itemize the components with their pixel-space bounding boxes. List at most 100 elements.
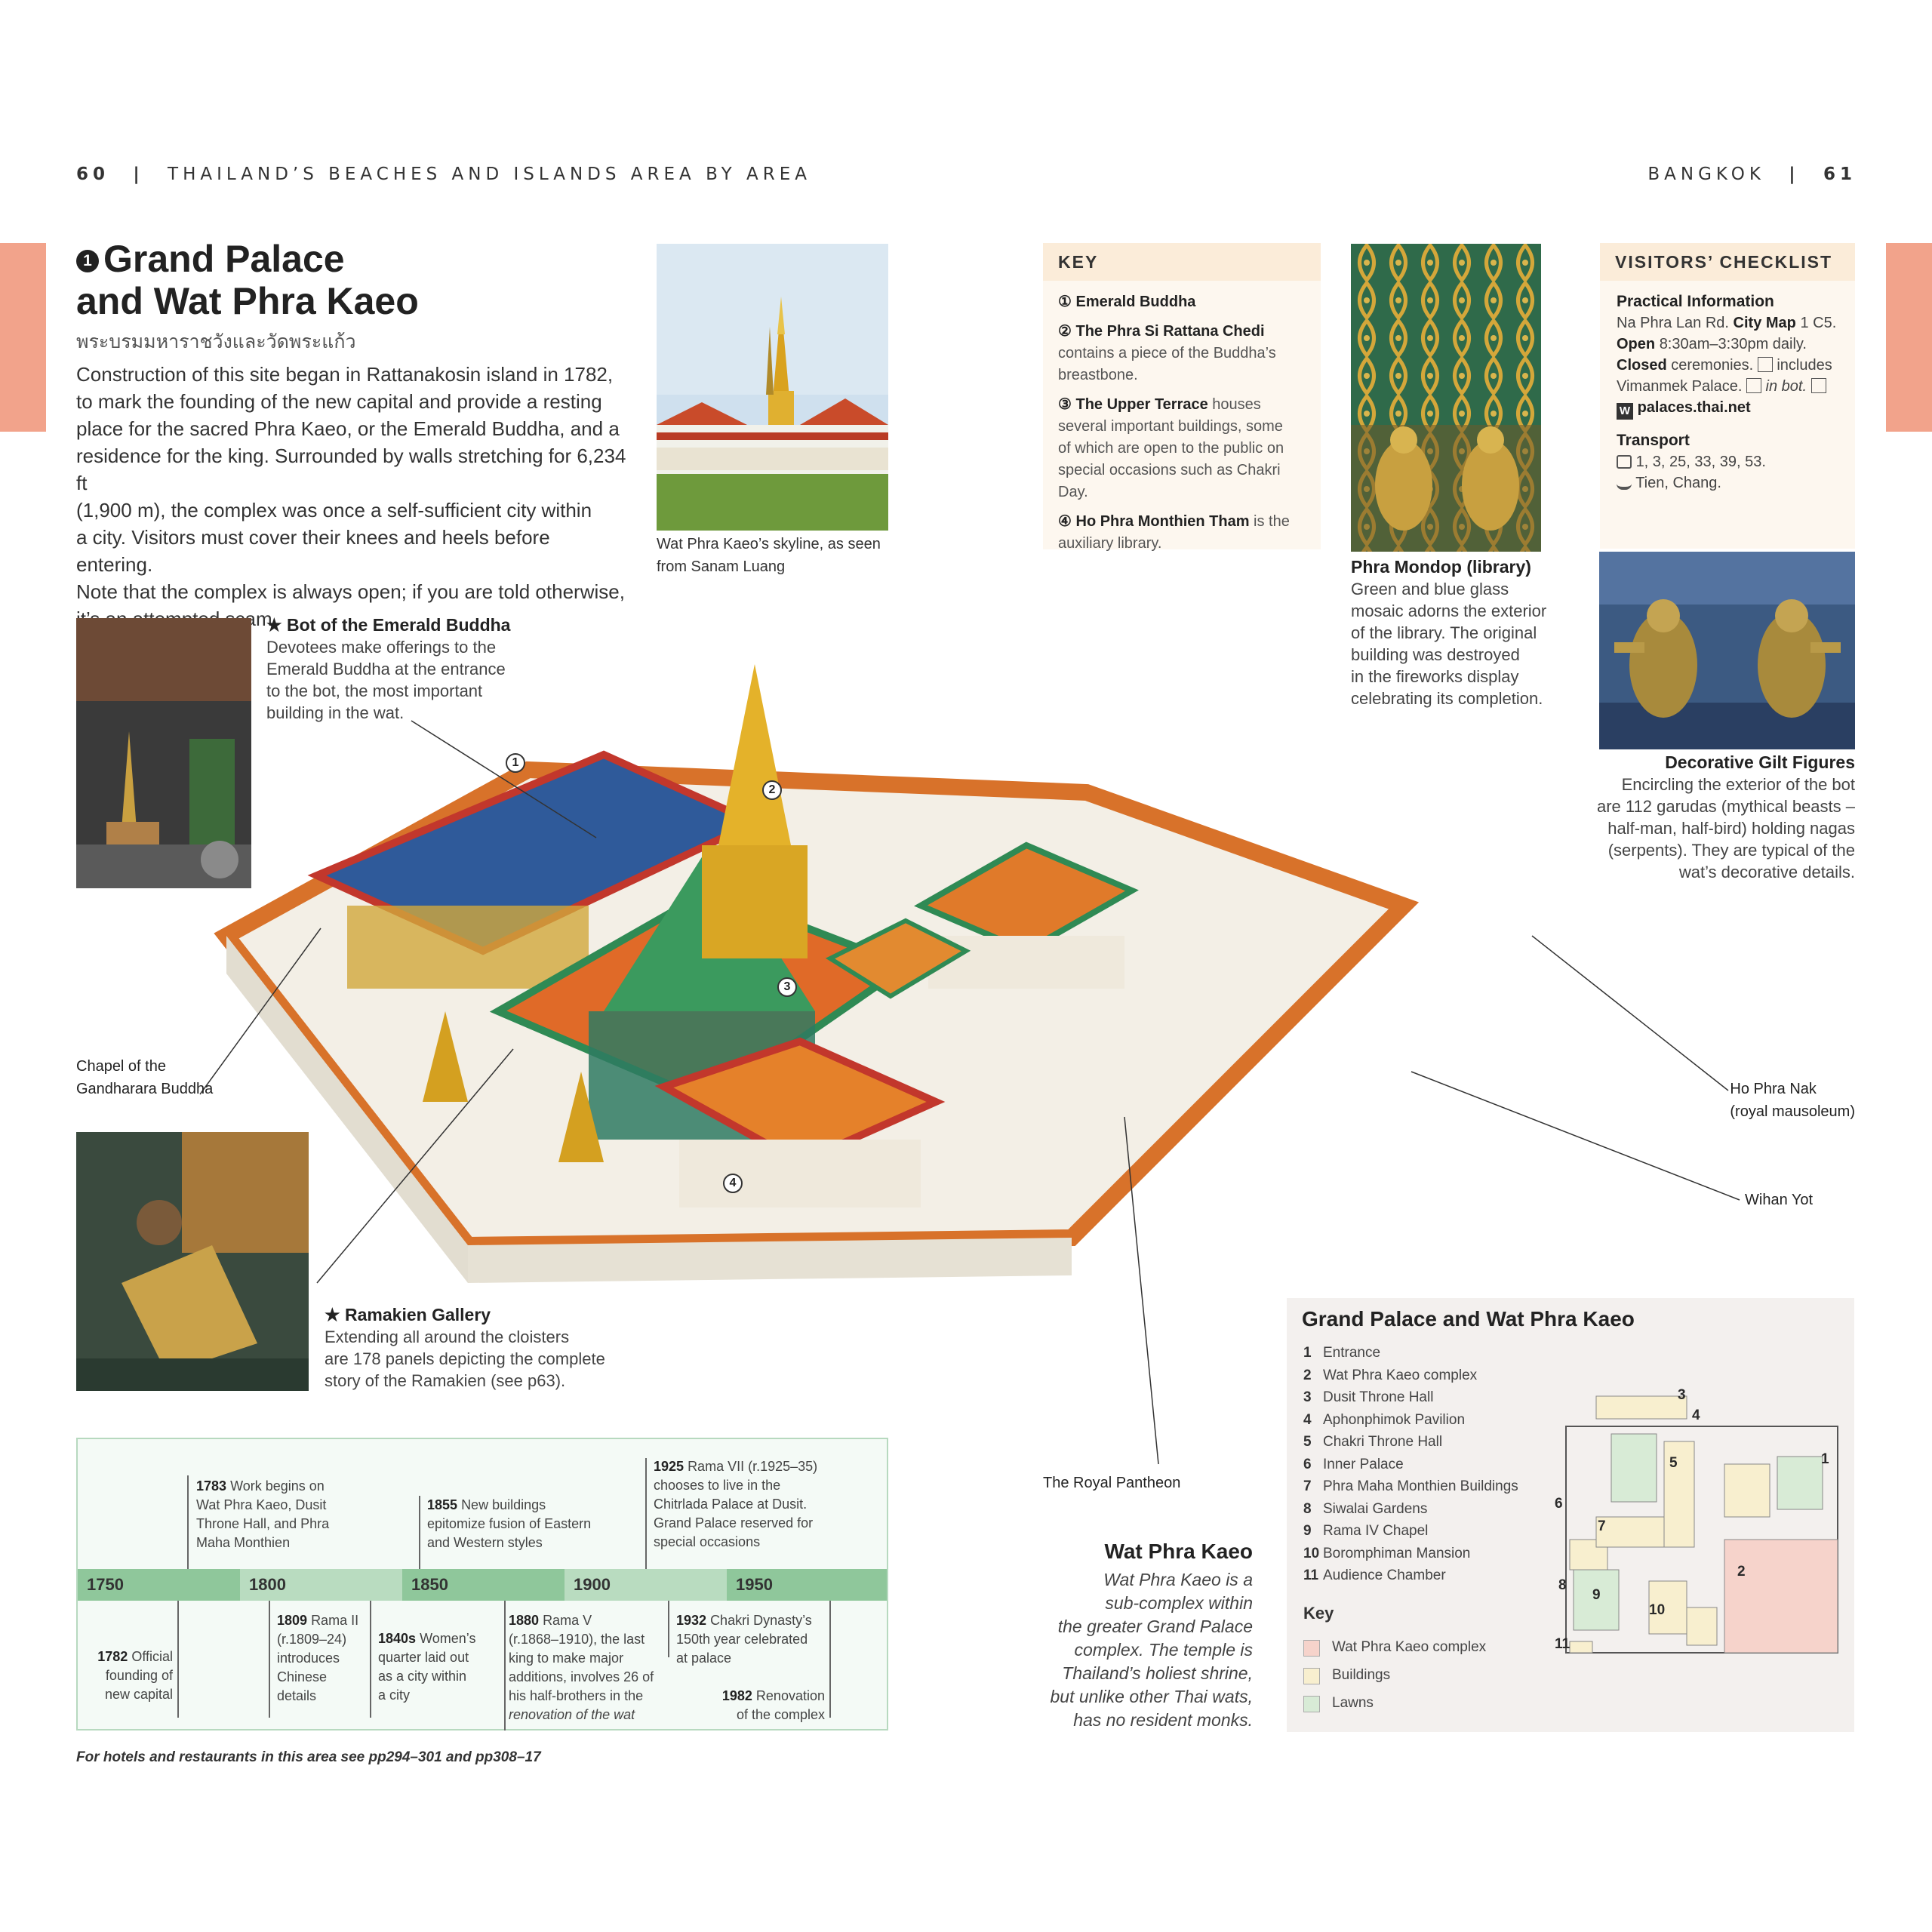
bot-caption: ★ Bot of the Emerald Buddha Devotees mak… xyxy=(266,614,523,724)
decade-label: 1750 xyxy=(87,1575,124,1594)
palace-illustration: 1 2 3 4 xyxy=(181,619,1630,1374)
map-item-number: 7 xyxy=(1303,1478,1312,1494)
event-1783: 1783 Work begins on Wat Phra Kaeo, Dusit… xyxy=(196,1477,329,1552)
timeline-segment xyxy=(727,1569,887,1601)
page-header-left: 60 | THAILAND’S BEACHES AND ISLANDS AREA… xyxy=(76,165,811,184)
star-icon: ★ xyxy=(325,1305,346,1324)
event-line: chooses to live in the xyxy=(654,1478,781,1493)
boat-line: Tien, Chang. xyxy=(1617,472,1838,494)
event-year: 1982 xyxy=(721,1688,752,1703)
gilt-line: (serpents). They are typical of the xyxy=(1607,841,1855,860)
left-running-title: THAILAND’S BEACHES AND ISLANDS AREA BY A… xyxy=(168,165,811,184)
intro-line: a city. Visitors must cover their knees … xyxy=(76,526,550,576)
map-item-label: Phra Maha Monthien Buildings xyxy=(1323,1478,1518,1494)
map-item-label: Chakri Throne Hall xyxy=(1323,1434,1443,1450)
note-line: Thailand’s holiest shrine, xyxy=(1062,1663,1253,1683)
event-year: 1809 xyxy=(277,1613,308,1628)
map-item-number: 4 xyxy=(1303,1411,1312,1428)
thai-name: พระบรมมหาราชวังและวัดพระแก้ว xyxy=(76,331,356,352)
footer-note: For hotels and restaurants in this area … xyxy=(76,1749,541,1765)
vimanmek-line: Vimanmek Palace. in bot. xyxy=(1617,376,1838,397)
event-line: New buildings xyxy=(461,1497,546,1512)
gilt-caption: Decorative Gilt Figures Encircling the e… xyxy=(1583,752,1855,883)
event-line: details xyxy=(277,1688,317,1703)
key-label: Buildings xyxy=(1332,1667,1391,1683)
key-item-line: auxiliary library. xyxy=(1058,535,1162,552)
event-line: and Western styles xyxy=(427,1535,543,1550)
mondop-line: mosaic adorns the exterior xyxy=(1351,601,1547,620)
left-page-number: 60 xyxy=(76,165,110,184)
key-number: ③ xyxy=(1058,396,1076,413)
intro-paragraph: Construction of this site began in Ratta… xyxy=(76,361,631,632)
label-line: Ho Phra Nak xyxy=(1730,1081,1817,1097)
event-1782: 1782 Official founding of new capital xyxy=(87,1647,173,1704)
bus-line: 1, 3, 25, 33, 39, 53. xyxy=(1617,451,1838,472)
wat-phra-kaeo-body: Wat Phra Kaeo is a sub-complex within th… xyxy=(1034,1568,1253,1732)
map-item-label: Siwalai Gardens xyxy=(1323,1500,1428,1517)
open-label: Open xyxy=(1617,336,1656,352)
event-line: special occasions xyxy=(654,1534,761,1549)
mondop-line: in the fireworks display xyxy=(1351,667,1519,686)
note-line: sub-complex within xyxy=(1105,1593,1253,1613)
skyline-photo xyxy=(657,244,888,531)
plan-number: 5 xyxy=(1669,1455,1678,1471)
event-line: Throne Hall, and Phra xyxy=(196,1516,330,1531)
plan-number: 11 xyxy=(1555,1636,1571,1652)
key-item-title: Emerald Buddha xyxy=(1075,294,1196,310)
map-item-number: 1 xyxy=(1303,1345,1312,1361)
key-item-title: Ho Phra Monthien Tham xyxy=(1075,513,1250,530)
address: Na Phra Lan Rd. xyxy=(1617,315,1729,331)
marker-4: 4 xyxy=(723,1174,743,1193)
in-bot: in bot. xyxy=(1765,378,1807,395)
note-line: Wat Phra Kaeo is a xyxy=(1103,1570,1253,1589)
title-line-2: and Wat Phra Kaeo xyxy=(76,280,419,322)
decade-label: 1800 xyxy=(249,1575,286,1594)
key-number: ① xyxy=(1058,294,1076,310)
title-line-1: Grand Palace xyxy=(103,238,345,280)
key-label: Lawns xyxy=(1332,1695,1374,1711)
event-1925: 1925 Rama VII (r.1925–35) chooses to liv… xyxy=(654,1457,817,1552)
map-title: Grand Palace and Wat Phra Kaeo xyxy=(1302,1307,1635,1331)
web-icon: W xyxy=(1617,403,1633,420)
city-map-label: City Map xyxy=(1733,315,1796,331)
timeline: 1750 1800 1850 1900 1950 1783 Work begin… xyxy=(76,1438,888,1730)
key-item-line: several important buildings, some xyxy=(1058,418,1283,435)
intro-line: residence for the king. Surrounded by wa… xyxy=(76,445,626,494)
decade-label: 1950 xyxy=(736,1575,773,1594)
label-line: Gandharara Buddha xyxy=(76,1081,214,1097)
note-line: the greater Grand Palace xyxy=(1057,1617,1253,1636)
event-line: Women’s xyxy=(420,1631,476,1646)
mondop-line: celebrating its completion. xyxy=(1351,689,1543,708)
event-year: 1782 xyxy=(97,1649,128,1664)
mondop-line: building was destroyed xyxy=(1351,645,1520,664)
website-line: W palaces.thai.net xyxy=(1617,397,1838,420)
map-item-number: 3 xyxy=(1303,1389,1312,1405)
event-line: king to make major xyxy=(509,1651,624,1666)
map-item-label: Aphonphimok Pavilion xyxy=(1323,1411,1466,1428)
event-line: his half-brothers in the xyxy=(509,1688,644,1703)
label-line: Chapel of the xyxy=(76,1058,166,1075)
key-item-line: contains a piece of the Buddha’s xyxy=(1058,345,1276,361)
map-item-label: Rama IV Chapel xyxy=(1323,1523,1429,1539)
event-tick xyxy=(177,1601,179,1718)
website-link[interactable]: palaces.thai.net xyxy=(1637,399,1751,416)
wat-phra-kaeo-note: Wat Phra Kaeo Wat Phra Kaeo is a sub-com… xyxy=(1034,1540,1253,1732)
address-line: Na Phra Lan Rd. City Map 1 C5. xyxy=(1617,312,1838,334)
event-line: at palace xyxy=(676,1651,732,1666)
event-year: 1932 xyxy=(676,1613,707,1628)
caption-line: from Sanam Luang xyxy=(657,558,786,575)
event-tick xyxy=(269,1601,270,1718)
boat-piers: Tien, Chang. xyxy=(1635,475,1721,491)
key-item-after: houses xyxy=(1208,396,1261,413)
mondop-line: of the library. The original xyxy=(1351,623,1537,642)
article-number-badge: 1 xyxy=(76,250,99,272)
wat-phra-kaeo-title: Wat Phra Kaeo xyxy=(1104,1540,1253,1563)
star-icon: ★ xyxy=(266,615,288,635)
open-line: Open 8:30am–3:30pm daily. xyxy=(1617,334,1838,355)
label-line: (royal mausoleum) xyxy=(1730,1103,1855,1120)
plan-number: 3 xyxy=(1678,1387,1686,1403)
